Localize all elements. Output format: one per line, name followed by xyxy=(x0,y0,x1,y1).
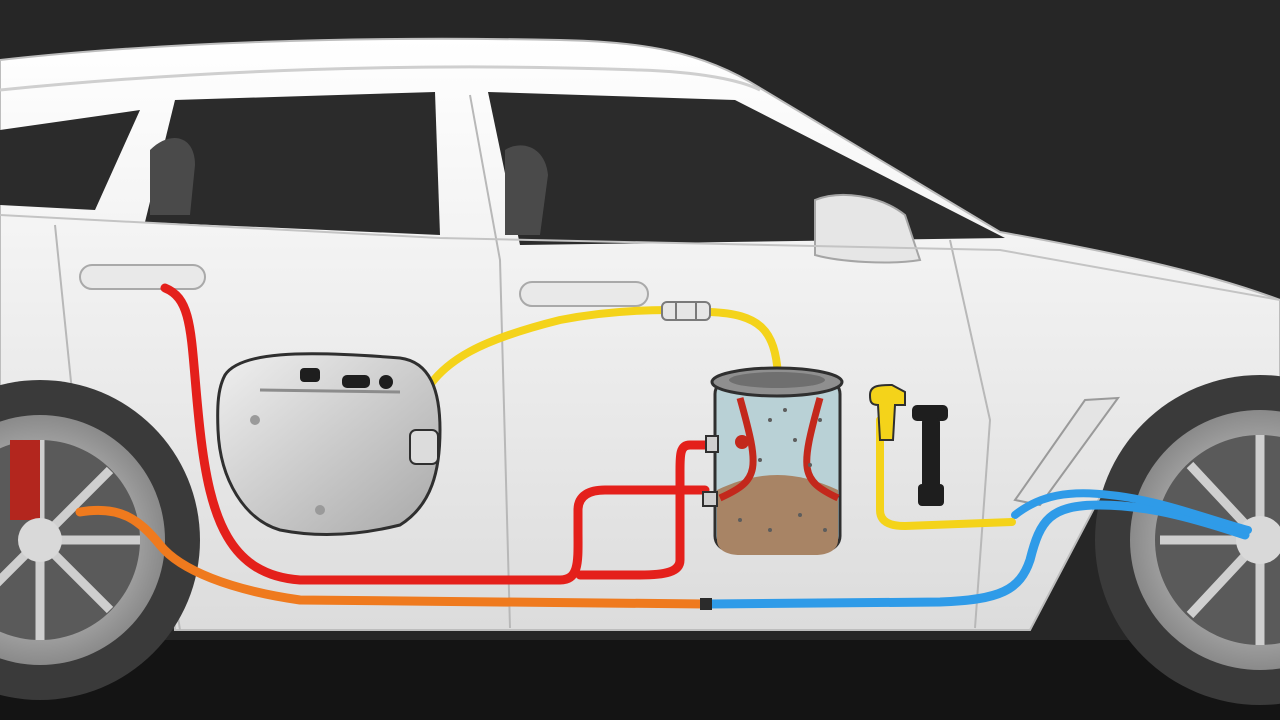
belt-line xyxy=(0,214,1280,301)
fuel-nozzle-icon xyxy=(868,383,948,506)
orange-fuel-line xyxy=(75,505,710,609)
red-fuel-line xyxy=(160,283,710,585)
inline-connector-icon xyxy=(661,301,711,321)
fuel-tank-icon xyxy=(216,352,442,537)
front-door-seam xyxy=(949,239,992,629)
center-pillar-seam xyxy=(469,94,511,629)
blue-fuel-line xyxy=(705,500,1250,609)
rear-quarter-window xyxy=(0,110,140,210)
yellow-fuel-line xyxy=(421,305,782,396)
blue-fuel-line-branch xyxy=(1011,489,1252,534)
roof-line xyxy=(0,65,761,92)
red-fuel-line-upper xyxy=(575,440,715,580)
filter-canister-icon xyxy=(702,366,844,555)
rear-wheel-icon xyxy=(0,380,200,700)
rear-door-handle xyxy=(79,264,206,290)
line-junction-marker xyxy=(700,598,712,610)
rear-door-window xyxy=(145,92,440,235)
front-seat xyxy=(505,145,548,235)
front-wheel-icon xyxy=(1095,375,1280,705)
front-door-handle xyxy=(519,281,649,307)
rear-seat xyxy=(150,138,195,215)
yellow-nozzle-line xyxy=(876,416,1016,531)
ground xyxy=(0,640,1280,720)
